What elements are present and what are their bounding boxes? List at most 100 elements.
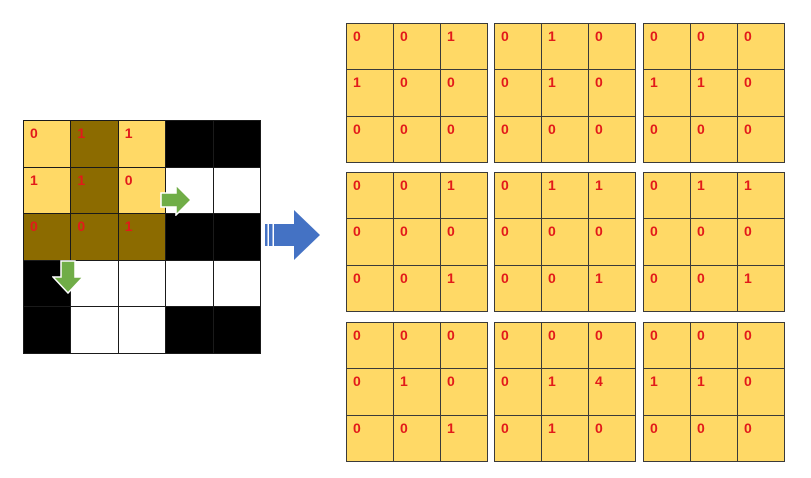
patch-cell: 0 [738,70,785,117]
patch-cell: 0 [495,323,542,370]
cell-value: 0 [744,373,752,390]
cell-value: 1 [77,125,86,141]
cell-value: 0 [548,327,556,343]
source-cell [213,214,261,261]
patch-cell: 0 [441,116,488,163]
cell-value: 0 [595,28,603,44]
patch-cell: 1 [691,70,738,117]
patch-cell: 1 [644,369,691,416]
patch-cell: 0 [394,415,441,462]
patch-cell: 0 [542,265,589,312]
source-cell [213,167,261,215]
source-cell [118,307,167,354]
cell-value: 0 [650,327,658,343]
patch-cell: 0 [495,116,542,163]
patch-cell: 0 [495,265,542,312]
cell-value: 0 [501,74,509,91]
cell-value: 0 [77,218,86,235]
source-cell: 0 [24,214,72,261]
source-cell: 0 [24,121,72,168]
cell-value: 0 [744,120,752,137]
cell-value: 1 [697,177,705,193]
cell-value: 0 [548,223,556,240]
patch-cell: 0 [347,415,394,462]
source-cell [166,260,214,308]
patch-cell: 0 [542,116,589,163]
patch-cell: 0 [394,24,441,71]
cell-value: 0 [501,327,509,343]
cell-value: 1 [77,171,86,188]
patch-cell: 0 [495,219,542,266]
patch-cell: 0 [394,116,441,163]
patch-cell: 1 [394,369,441,416]
cell-value: 0 [400,120,408,137]
cell-value: 0 [501,419,509,436]
source-cell [71,260,119,308]
cell-value: 1 [697,373,705,390]
source-cell [213,260,261,308]
patch-cell: 0 [347,265,394,312]
cell-value: 0 [501,120,509,137]
patch-cell: 1 [589,173,636,220]
patch-cell: 1 [644,70,691,117]
cell-value: 0 [548,269,556,286]
patch-cell: 1 [441,173,488,220]
cell-value: 0 [650,419,658,436]
cell-value: 0 [400,74,408,91]
cell-value: 1 [595,177,603,193]
cell-value: 0 [353,327,361,343]
cell-value: 1 [447,269,455,286]
cell-value: 0 [650,120,658,137]
patch-cell: 4 [589,369,636,416]
cell-value: 1 [650,74,658,91]
patch-cell: 1 [542,173,589,220]
source-cell [213,121,261,168]
source-cell: 1 [71,167,119,215]
source-cell: 0 [71,214,119,261]
cell-value: 0 [595,74,603,91]
cell-value: 0 [650,223,658,240]
cell-value: 4 [595,373,603,390]
cell-value: 0 [400,28,408,44]
patch-cell: 0 [589,415,636,462]
patch-cell: 0 [691,219,738,266]
cell-value: 0 [447,373,455,390]
patch-cell: 0 [644,219,691,266]
patch-cell: 0 [738,323,785,370]
cell-value: 0 [501,28,509,44]
source-cell [24,307,72,354]
patch-cell: 1 [441,24,488,71]
patch-cell: 1 [691,369,738,416]
cell-value: 0 [697,28,705,44]
patch-cell: 0 [738,116,785,163]
cell-value: 0 [400,177,408,193]
patch-cell: 0 [644,24,691,71]
patch-cell: 0 [589,219,636,266]
source-cell: 1 [71,121,119,168]
cell-value: 0 [353,373,361,390]
patch-cell: 1 [589,265,636,312]
cell-value: 0 [697,327,705,343]
cell-value: 1 [548,419,556,436]
cell-value: 1 [744,177,752,193]
cell-value: 0 [595,419,603,436]
patch-cell: 1 [542,415,589,462]
source-cell: 1 [118,121,167,168]
arrow-right-icon [160,184,192,216]
cell-value: 1 [124,218,133,235]
patch-cell: 1 [738,265,785,312]
cell-value: 0 [501,223,509,240]
cell-value: 1 [595,269,603,286]
cell-value: 0 [650,177,658,193]
cell-value: 0 [697,120,705,137]
cell-value: 0 [30,125,38,141]
source-cell: 0 [118,167,167,215]
patch-cell: 0 [738,369,785,416]
